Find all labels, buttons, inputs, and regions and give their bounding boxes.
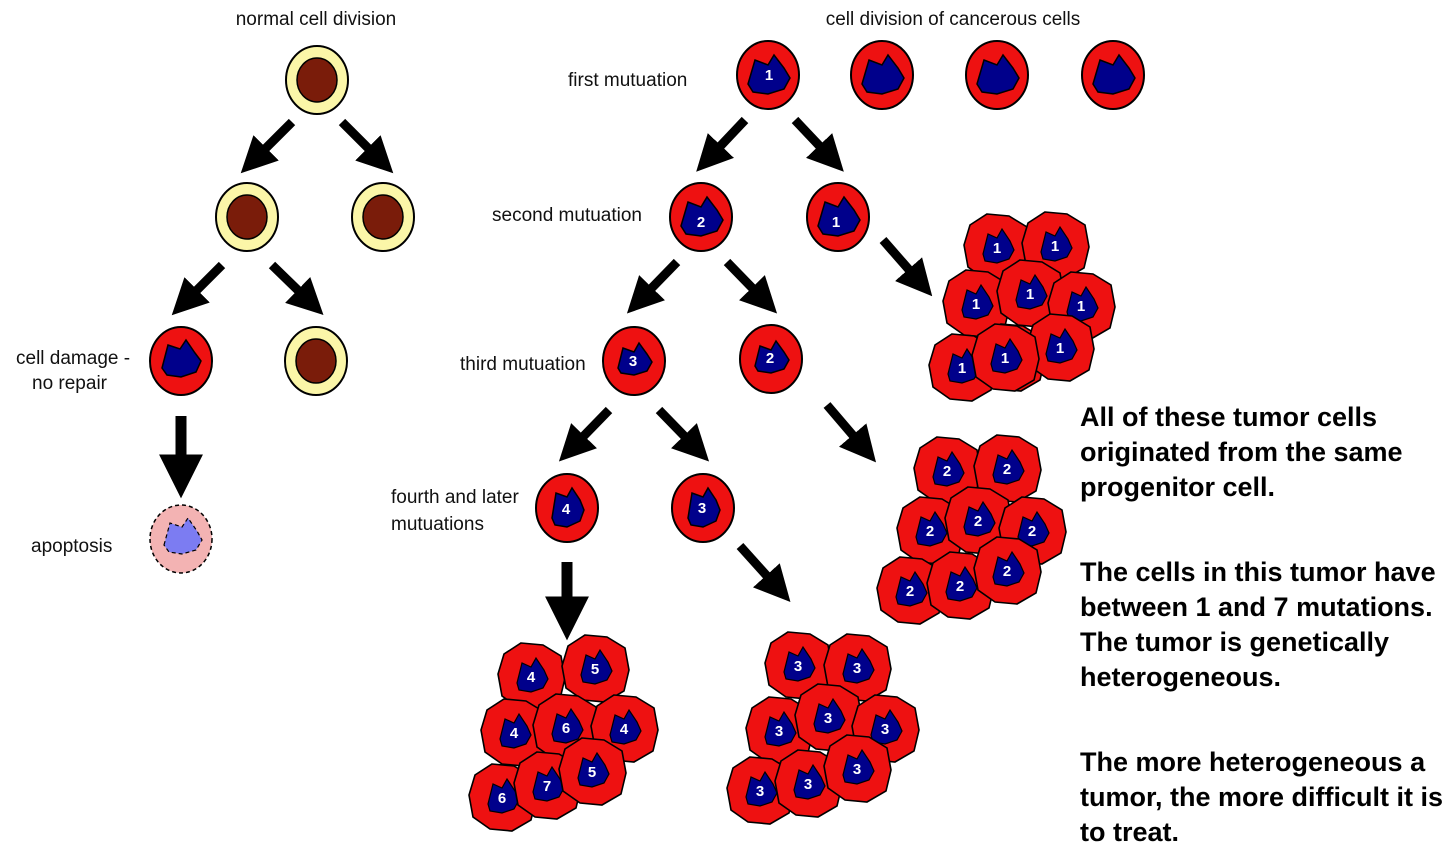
tumor-cell: 1 [972,324,1039,391]
mutation-count: 1 [1077,298,1085,315]
division-arrow [272,265,308,300]
normal-cell [286,46,348,114]
mutation-count: 2 [1003,461,1011,478]
tumor-cell: 3 [824,735,891,802]
cancer-cell-fourth-mutation: 4 [536,474,598,542]
mutation-count: 1 [1026,286,1034,303]
mutation-count: 1 [958,360,966,377]
division-arrow [342,122,378,158]
mutation-count: 3 [756,783,764,800]
mutation-count: 2 [697,214,705,231]
mutation-count: 1 [1001,350,1009,367]
apoptosis-label: apoptosis [31,536,112,557]
growth-arrow [740,546,776,586]
mutation-count: 1 [972,296,980,313]
tumor-cluster-mutation-2: 2 2 2 2 2 2 2 2 [877,435,1066,624]
mutation-count: 3 [629,353,637,370]
tumor-cell: 5 [562,635,629,702]
mutation-count: 2 [1028,523,1036,540]
division-arrow [187,265,222,300]
mutation-count: 2 [1003,563,1011,580]
mutation-count: 3 [804,776,812,793]
mutation-count: 3 [794,658,802,675]
cancer-cell-first-mutation: 1 [737,41,799,109]
mutation-count: 2 [906,583,914,600]
mutation-count: 1 [1051,238,1059,255]
tumor-origin-note: All of these tumor cells originated from… [1080,400,1450,505]
normal-cell [216,183,278,251]
mutation-count: 6 [562,720,570,737]
division-arrow [727,262,762,298]
tumor-cluster-mutation-3: 3 3 3 3 3 3 3 3 [727,632,919,824]
mutation-count: 2 [926,523,934,540]
second-mutation-label: second mutuation [492,205,642,226]
mutation-count: 1 [832,214,840,231]
cancer-cell-first-mutation: 1 [807,183,869,251]
treatment-difficulty-note: The more heterogeneous a tumor, the more… [1080,745,1450,850]
mutation-count: 4 [527,669,536,686]
first-mutation-label: first mutuation [568,70,687,91]
mutation-count: 2 [943,463,951,480]
mutation-count: 1 [765,67,773,84]
mutation-count: 3 [824,710,832,727]
cancer-cell [966,41,1028,109]
cancer-cell-third-mutation: 3 [672,474,734,542]
mutation-count: 3 [698,500,706,517]
normal-division-title: normal cell division [236,9,397,30]
normal-cell [352,183,414,251]
mutation-count: 1 [1056,340,1064,357]
mutation-count: 3 [775,723,783,740]
mutation-count: 2 [956,578,964,595]
damaged-cell [150,327,212,395]
tumor-cell: 2 [974,537,1041,604]
division-arrow [574,410,609,446]
mutation-count: 4 [620,721,629,738]
apoptotic-cell [150,505,212,573]
mutation-count: 7 [543,778,551,795]
tumor-cluster-mixed-mutations: 4 5 4 6 4 6 7 5 [469,635,658,831]
mutation-count: 1 [993,240,1001,257]
cancer-cell-third-mutation: 3 [603,327,665,395]
growth-arrow [883,240,918,280]
mutation-count: 4 [562,501,571,518]
division-arrow [795,120,829,156]
growth-arrow [827,405,862,446]
tumor-cluster-mutation-1: 111111111 [929,212,1115,401]
normal-cell [285,327,347,395]
mutation-count: 3 [881,721,889,738]
tumor-cell: 5 [559,738,626,805]
cell-damage-label: cell damage - [16,348,130,369]
mutation-count: 2 [974,513,982,530]
fourth-mutation-label: mutuations [391,514,484,535]
cancer-cell-second-mutation: 2 [740,325,802,393]
mutation-count: 3 [853,660,861,677]
mutation-count: 5 [591,661,599,678]
cancer-cell [851,41,913,109]
cancer-cell [1082,41,1144,109]
cell-damage-label: no repair [32,373,108,394]
mutation-count: 5 [588,764,596,781]
third-mutation-label: third mutuation [460,354,586,375]
mutation-count: 2 [766,350,774,367]
tumor-heterogeneity-note: The cells in this tumor have between 1 a… [1080,555,1450,695]
division-arrow [642,262,677,298]
cancer-division-title: cell division of cancerous cells [826,9,1081,30]
cancer-cell-second-mutation: 2 [670,183,732,251]
fourth-mutation-label: fourth and later [391,487,519,508]
division-arrow [256,122,292,158]
division-arrow [659,410,694,446]
mutation-count: 6 [498,790,506,807]
division-arrow [711,120,745,156]
mutation-count: 4 [510,725,519,742]
mutation-count: 3 [853,761,861,778]
